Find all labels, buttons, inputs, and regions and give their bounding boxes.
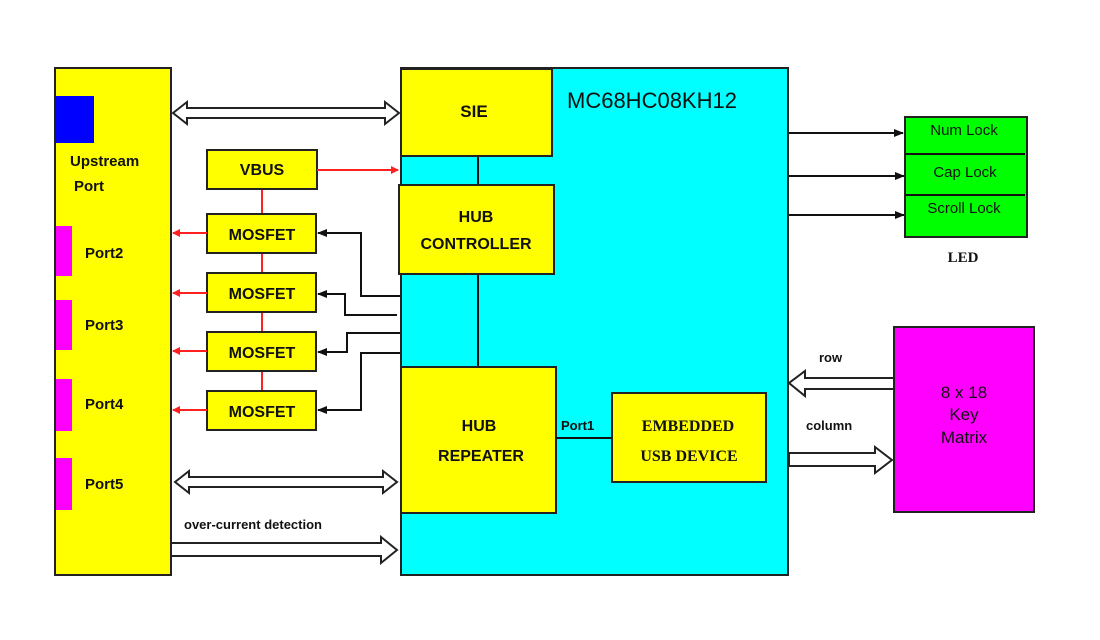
port4-label: Port4 [85,396,124,413]
mosfet-block [206,390,317,431]
hub-controller-block [398,184,555,275]
over-current-bus-arrow [170,534,399,566]
key-matrix-label-1: 8 x 18 [941,383,987,402]
hub-repeater-label-2: REPEATER [438,448,524,465]
over-current-label: over-current detection [184,517,322,532]
mosfet-label: MOSFET [229,404,296,421]
port1-link-label: Port1 [561,418,594,433]
upstream-port-connector [55,96,94,143]
column-bus-arrow [788,444,894,476]
key-matrix-label-3: Matrix [941,428,988,447]
key-matrix-block: 8 x 18 Key Matrix [893,326,1035,513]
port3-connector [56,300,72,350]
upstream-port-label-2: Port [74,178,104,195]
control-line-mosfet-1 [317,229,400,297]
port2-connector [56,226,72,276]
chip-name: MC68HC08KH12 [567,88,737,113]
mosfet-4: MOSFET [172,390,317,431]
sie-block [400,68,553,157]
port3-label: Port3 [85,317,123,334]
port5-connector [56,458,72,510]
control-line-mosfet-3 [317,332,400,356]
embedded-usb-device-block [611,392,767,483]
embedded-label-1: EMBEDDED [642,418,734,435]
mosfet-block [206,213,317,254]
row-label: row [819,350,843,365]
mosfet-1: MOSFET [172,213,317,254]
upstream-sie-bus-arrow [171,99,401,127]
sie-label: SIE [460,102,487,121]
port5-repeater-bus-arrow [173,468,399,496]
led-scroll-lock: Scroll Lock [927,200,1001,217]
hub-controller-label-2: CONTROLLER [420,236,532,253]
led-panel [904,116,1028,238]
hub-repeater-block [400,366,557,514]
column-label: column [806,418,852,433]
port5-label: Port5 [85,476,123,493]
hub-ports-block: Upstream Port Port2 Port3 Port4 Port5 [54,67,172,576]
mosfet-3: MOSFET [172,331,317,372]
led-num-lock: Num Lock [930,122,998,139]
hub-ports-panel [54,67,172,576]
mosfet-label: MOSFET [229,345,296,362]
control-line-mosfet-2 [317,290,397,316]
mosfet-label: MOSFET [229,286,296,303]
row-bus-arrow [787,369,895,399]
embedded-label-2: USB DEVICE [640,448,737,465]
vbus-block [206,149,318,190]
led-cap-lock: Cap Lock [933,164,997,181]
control-line-mosfet-4 [317,352,400,414]
mosfet-label: MOSFET [229,227,296,244]
hub-repeater-label-1: HUB [462,418,497,435]
key-matrix-label-2: Key [949,405,979,424]
port4-connector [56,379,72,431]
key-matrix-panel [893,326,1035,513]
port2-label: Port2 [85,245,123,262]
hub-controller-label-1: HUB [459,209,494,226]
led-block: Num Lock Cap Lock Scroll Lock LED [904,116,1028,266]
mosfet-block [206,272,317,313]
mosfet-block [206,331,317,372]
vbus-label: VBUS [240,162,285,179]
mosfet-2: MOSFET [172,272,317,313]
led-caption: LED [948,250,979,266]
upstream-port-label-1: Upstream [70,153,139,170]
